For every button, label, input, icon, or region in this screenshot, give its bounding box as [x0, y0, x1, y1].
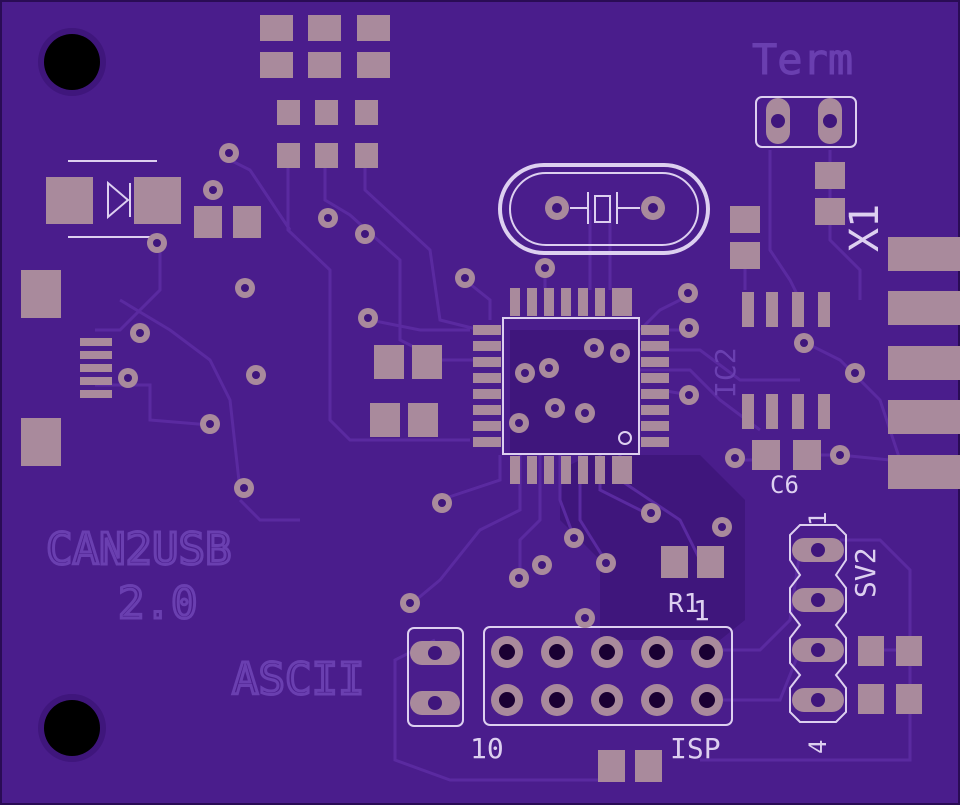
mounting-hole-bottom-left-drill [44, 700, 100, 756]
mounting-hole-top-left-drill [44, 34, 100, 90]
bottom-pads [598, 750, 662, 782]
copper-pour [560, 455, 745, 640]
ascii-jumper [407, 627, 464, 727]
r1-pads [661, 546, 724, 578]
label-term: Term [752, 35, 853, 84]
label-isp-pin1: 1 [693, 594, 710, 627]
pads-right-of-sv2 [858, 636, 922, 714]
diode [46, 160, 181, 238]
usb-connector [21, 270, 112, 466]
label-product-version: 2.0 [118, 578, 197, 629]
silkscreen-labels: Term X1 IC2 C6 SV2 1 4 R1 1 10 ISP CAN2U… [45, 35, 889, 766]
mounting-holes [38, 28, 106, 762]
crystal [498, 163, 710, 255]
term-jumper [755, 96, 857, 148]
label-product-name: CAN2USB [46, 524, 231, 575]
label-sv2-pin4: 4 [804, 740, 832, 754]
label-sv2-pin1: 1 [804, 512, 832, 526]
vias [118, 143, 865, 628]
label-isp-pin10: 10 [470, 732, 504, 765]
isp-header [483, 626, 733, 726]
top-pads [260, 15, 390, 168]
right-pads [730, 162, 845, 470]
sv2-header [789, 524, 847, 723]
label-isp: ISP [670, 732, 721, 765]
label-x1: X1 [842, 204, 888, 252]
label-ic2: IC2 [709, 347, 742, 398]
cap-pads-left [194, 206, 261, 238]
label-sv2: SV2 [849, 547, 882, 598]
label-c6: C6 [770, 471, 799, 499]
x1-connector [888, 237, 960, 489]
microcontroller [473, 288, 669, 484]
cap-pads-middle [370, 345, 442, 437]
label-ascii: ASCII [232, 654, 364, 705]
label-r1: R1 [668, 589, 699, 619]
